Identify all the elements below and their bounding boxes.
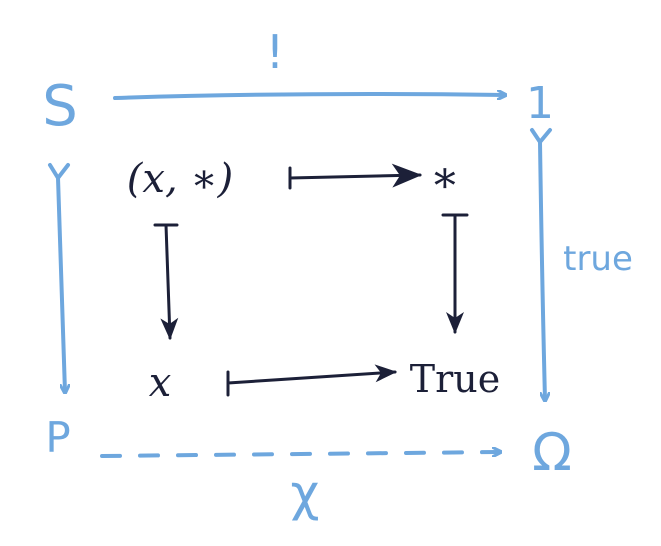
label-true: true <box>563 239 633 279</box>
mapsto-star-True <box>443 213 467 332</box>
arrow-chi-dashed <box>100 452 500 458</box>
arrow-mono-S-P <box>48 163 68 392</box>
mapsto-x-True <box>226 372 395 397</box>
arrow-bang <box>113 94 505 98</box>
label-chi: χ <box>291 464 320 522</box>
object-Omega: Ω <box>532 423 572 483</box>
label-bang: ! <box>266 25 284 79</box>
object-S: S <box>42 74 78 139</box>
element-x: x <box>149 360 172 406</box>
mapsto-pair-star <box>288 168 420 188</box>
element-star: ∗ <box>430 152 460 203</box>
element-pair: (x, ∗) <box>127 156 233 202</box>
arrow-true <box>530 128 550 400</box>
mapsto-pair-x <box>155 223 177 338</box>
element-True: True <box>410 357 500 401</box>
object-P: P <box>45 413 70 462</box>
object-one: 1 <box>526 78 554 129</box>
